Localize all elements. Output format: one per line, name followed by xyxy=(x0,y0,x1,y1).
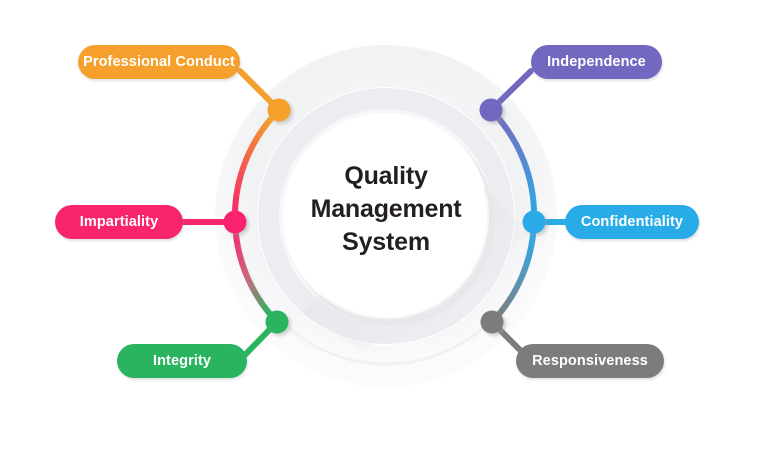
arc-group xyxy=(231,107,538,325)
center-title-line-2: Management xyxy=(310,195,462,223)
node-dot-responsiveness[interactable] xyxy=(480,310,504,334)
node-label-integrity[interactable]: Integrity xyxy=(117,344,247,378)
node-label-responsiveness[interactable]: Responsiveness xyxy=(516,344,664,378)
node-dot-impartiality[interactable] xyxy=(223,210,247,234)
node-dot-integrity[interactable] xyxy=(265,310,289,334)
node-label-independence[interactable]: Independence xyxy=(531,45,662,79)
arc-purple-blue xyxy=(488,107,538,225)
arc-blue-gray xyxy=(489,219,537,325)
center-disc-top xyxy=(285,115,487,317)
arc-orange-pink xyxy=(231,107,282,225)
center-title: Quality Management System xyxy=(286,160,486,259)
node-dot-independence[interactable] xyxy=(479,98,503,122)
arc-pink-green xyxy=(232,219,280,325)
node-label-impartiality[interactable]: Impartiality xyxy=(55,205,183,239)
center-title-line-3: System xyxy=(342,228,430,256)
node-label-professional-conduct[interactable]: Professional Conduct xyxy=(78,45,240,79)
node-dot-group xyxy=(223,98,546,334)
node-label-confidentiality[interactable]: Confidentiality xyxy=(565,205,699,239)
node-dot-confidentiality[interactable] xyxy=(522,210,546,234)
center-title-line-1: Quality xyxy=(344,162,428,190)
node-dot-professional-conduct[interactable] xyxy=(267,98,291,122)
